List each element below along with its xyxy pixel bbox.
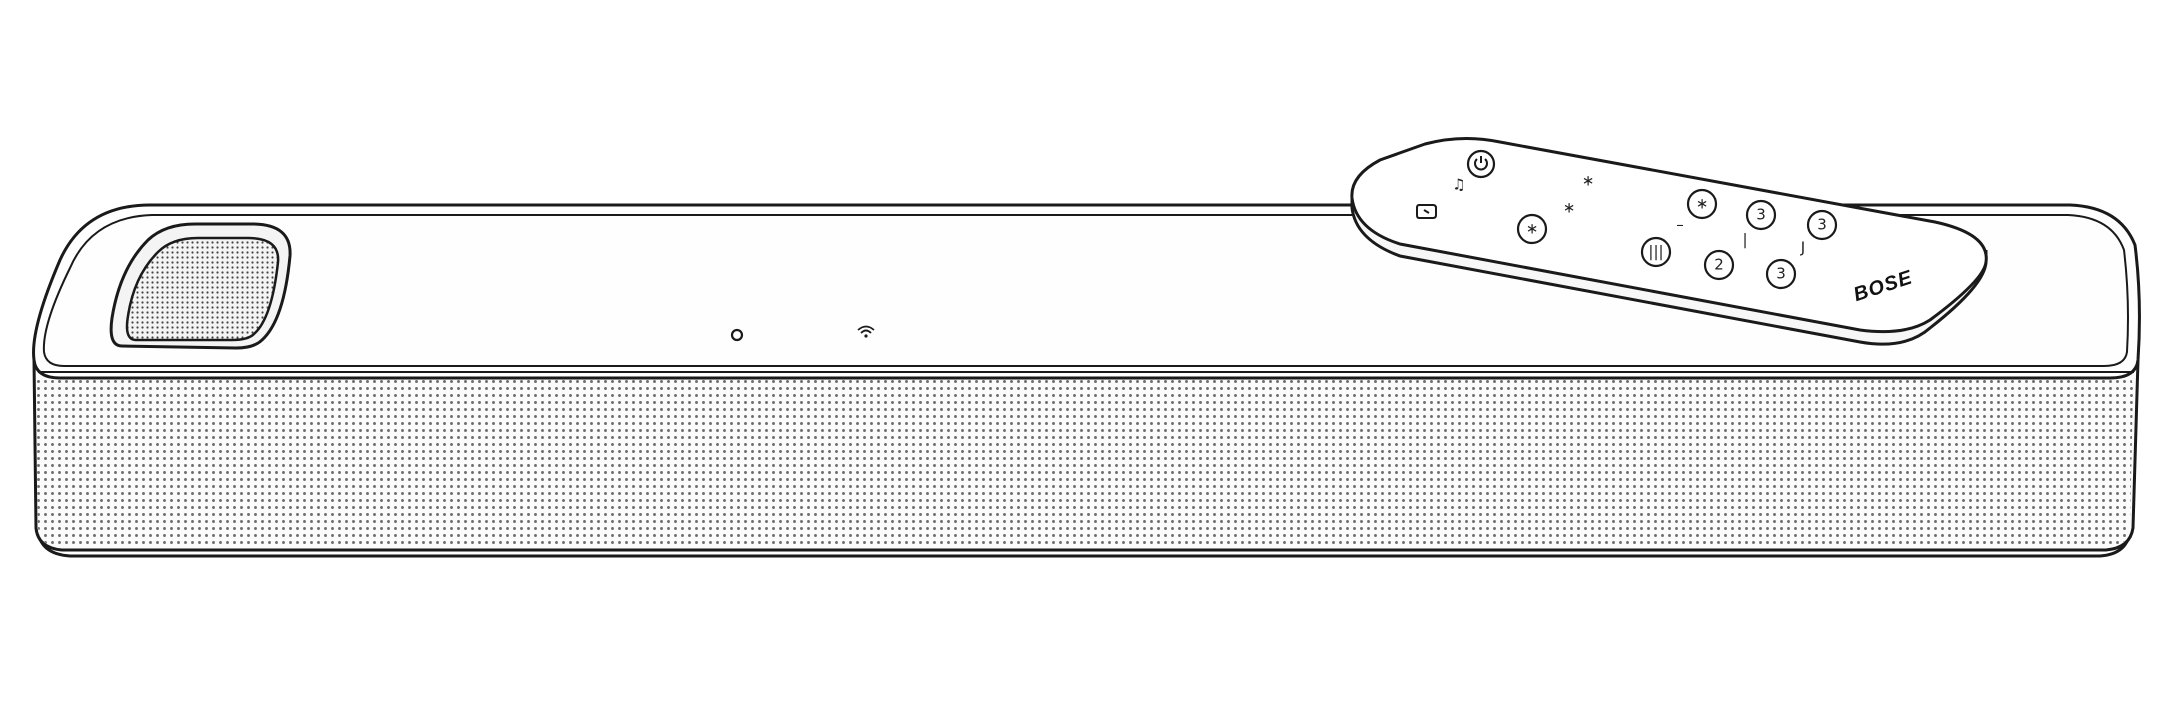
dial-button[interactable]: ||| [1640, 236, 1672, 268]
volume-down-button[interactable]: – [1676, 216, 1684, 234]
preset-circle-top[interactable]: ∗ [1686, 188, 1718, 220]
music-button[interactable]: ♫ [1452, 176, 1465, 194]
music-note-icon: ♫ [1452, 176, 1465, 194]
separator-mark: | [1742, 231, 1747, 249]
bluetooth-icon: ∗ [1582, 172, 1595, 190]
hdmi-icon: ∗ [1563, 199, 1576, 217]
preset-icon: 2 [1714, 256, 1724, 274]
remote-top-face [1350, 136, 1988, 334]
power-icon [1474, 158, 1488, 171]
status-light-icon [730, 328, 744, 342]
preset-3a-button[interactable]: 3 [1745, 199, 1777, 231]
remote-control: ♫ ∗ ∗ ∗ – ∗ 3 3 [1350, 136, 1988, 346]
preset-3c-button[interactable]: 3 [1765, 258, 1797, 290]
soundbar [32, 203, 2141, 558]
bar-icon: | [1742, 231, 1747, 249]
dial-icon: ||| [1648, 243, 1663, 261]
tv-button[interactable] [1416, 204, 1437, 219]
preset-icon: 3 [1756, 206, 1766, 224]
speaker-grille-icon [109, 222, 292, 350]
soundbar-top-rim [42, 214, 2129, 367]
hdmi-button[interactable]: ∗ [1563, 199, 1576, 217]
bluetooth-pair-button[interactable]: ∗ [1516, 213, 1548, 245]
preset-3b-button[interactable]: 3 [1806, 209, 1838, 241]
tv-icon [1416, 204, 1437, 219]
bluetooth-icon: ∗ [1526, 220, 1539, 238]
minus-icon: – [1676, 216, 1684, 234]
preset-icon: 3 [1776, 265, 1786, 283]
power-button[interactable] [1466, 149, 1496, 179]
aux-mark[interactable]: J [1800, 239, 1805, 257]
preset-icon: ∗ [1696, 195, 1709, 213]
bluetooth-button[interactable]: ∗ [1582, 172, 1595, 190]
preset-icon: 3 [1817, 216, 1827, 234]
soundbar-front-grille [35, 376, 2133, 548]
curl-icon: J [1800, 239, 1805, 257]
wifi-icon [857, 325, 875, 338]
preset-2-button[interactable]: 2 [1703, 249, 1735, 281]
